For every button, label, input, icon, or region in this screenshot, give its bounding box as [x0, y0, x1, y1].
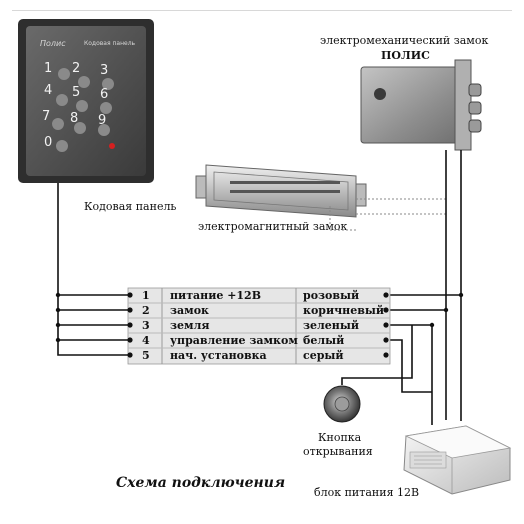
- pin-row-4: 4 управление замком белый: [142, 334, 344, 347]
- pin-function: замок: [170, 304, 209, 317]
- pin-number: 5: [142, 349, 150, 362]
- svg-text:6: 6: [100, 87, 108, 102]
- button-label-line1: Кнопка: [318, 431, 362, 444]
- key-1[interactable]: 1: [44, 61, 70, 80]
- pin-function: нач. установка: [170, 349, 267, 362]
- status-led: [109, 143, 115, 149]
- top-divider: [12, 10, 512, 11]
- pin-row-5: 5 нач. установка серый: [142, 349, 344, 362]
- pin-wire-color: белый: [303, 334, 344, 347]
- pin-wire-color: серый: [303, 349, 344, 362]
- key-0[interactable]: 0: [44, 135, 68, 152]
- pin-wire-color: розовый: [303, 289, 359, 302]
- key-5[interactable]: 5: [72, 85, 88, 112]
- key-2[interactable]: 2: [72, 61, 90, 88]
- pin-number: 1: [142, 289, 150, 302]
- pin-row-1: 1 питание +12В розовый: [142, 289, 359, 302]
- pin-number: 2: [142, 304, 150, 317]
- svg-text:0: 0: [44, 135, 52, 150]
- terminal-block: [127, 287, 391, 365]
- power-supply: [403, 425, 512, 495]
- scheme-title: Схема подключения: [116, 475, 285, 491]
- pin-number: 3: [142, 319, 150, 332]
- pin-function: земля: [170, 319, 209, 332]
- psu-label: блок питания 12В: [314, 486, 419, 499]
- button-label-line2: открывания: [303, 445, 373, 458]
- keypad-label: Кодовая панель: [84, 200, 176, 213]
- key-9[interactable]: 9: [98, 113, 110, 136]
- key-3[interactable]: 3: [100, 63, 114, 90]
- pin-number: 4: [142, 334, 150, 347]
- lock-title: электромеханический замок: [320, 34, 488, 47]
- svg-text:5: 5: [72, 85, 80, 100]
- pin-row-3: 3 земля зеленый: [142, 319, 359, 332]
- svg-text:4: 4: [44, 83, 52, 98]
- lock-brand: ПОЛИС: [381, 49, 430, 62]
- electromagnetic-lock: [195, 164, 367, 218]
- keypad-brand: Полис: [40, 39, 66, 48]
- svg-text:2: 2: [72, 61, 80, 76]
- pin-wire-color: коричневый: [303, 304, 384, 317]
- keypad-model: Кодовая панель: [84, 40, 136, 47]
- electromechanical-lock: [360, 59, 482, 151]
- pin-wire-color: зеленый: [303, 319, 359, 332]
- key-6[interactable]: 6: [100, 87, 112, 114]
- svg-text:7: 7: [42, 109, 50, 124]
- pin-row-2: 2 замок коричневый: [142, 304, 384, 317]
- key-8[interactable]: 8: [70, 111, 86, 134]
- pin-function: управление замком: [170, 334, 298, 347]
- svg-text:8: 8: [70, 111, 78, 126]
- svg-text:3: 3: [100, 63, 108, 78]
- open-button[interactable]: [323, 385, 361, 423]
- magnet-label: электромагнитный замок: [198, 220, 348, 233]
- keypad-panel: Полис Кодовая панель 1 2 3 4 5 6 7 8 9 0: [18, 19, 154, 183]
- svg-text:9: 9: [98, 113, 106, 128]
- svg-text:1: 1: [44, 61, 52, 76]
- key-7[interactable]: 7: [42, 109, 64, 130]
- pin-function: питание +12В: [170, 289, 261, 302]
- key-4[interactable]: 4: [44, 83, 68, 106]
